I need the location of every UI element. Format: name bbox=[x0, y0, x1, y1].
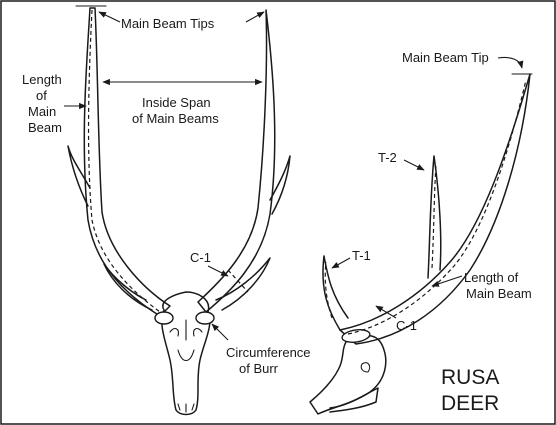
label-main-beam-tips: Main Beam Tips bbox=[121, 16, 215, 31]
label-inside-span-line1: Inside Span bbox=[142, 95, 211, 110]
label-inside-span-line2: of Main Beams bbox=[132, 111, 219, 126]
label-t1: T-1 bbox=[352, 248, 371, 263]
label-length-line2: of bbox=[36, 88, 47, 103]
species-label-line1: RUSA bbox=[441, 366, 499, 389]
label-length-side-line1: Length of bbox=[464, 270, 519, 285]
label-t2: T-2 bbox=[378, 150, 397, 165]
left-burr bbox=[155, 312, 173, 324]
label-length-line3: Main bbox=[28, 104, 56, 119]
label-circumference-line1: Circumference bbox=[226, 345, 311, 360]
species-label-line2: DEER bbox=[441, 392, 499, 415]
right-burr bbox=[196, 312, 214, 324]
label-main-beam-tip: Main Beam Tip bbox=[402, 50, 489, 65]
label-circumference-line2: of Burr bbox=[239, 361, 279, 376]
label-length-line4: Beam bbox=[28, 120, 62, 135]
label-c1-front: C-1 bbox=[190, 250, 211, 265]
label-length-side-line2: Main Beam bbox=[466, 286, 532, 301]
label-c1-side: C-1 bbox=[396, 318, 417, 333]
label-length-line1: Length bbox=[22, 72, 62, 87]
